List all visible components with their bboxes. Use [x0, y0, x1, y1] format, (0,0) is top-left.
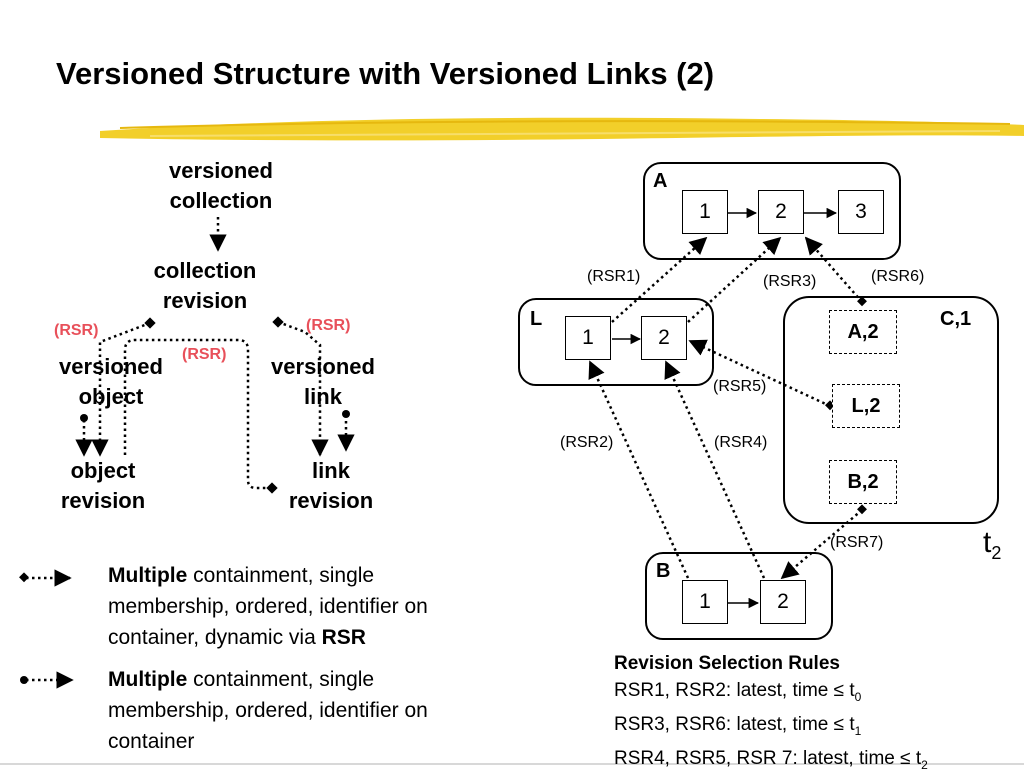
box-c-label: C,1 [940, 308, 972, 330]
box-c-cell-a: A,2 [829, 310, 897, 354]
box-l [518, 298, 714, 386]
legend-item-2: Multiple containment, single membership,… [108, 668, 428, 753]
rsr3-label: (RSR3) [763, 273, 817, 290]
box-c-cell-l: L,2 [832, 384, 900, 428]
box-l-cell-1: 1 [565, 316, 611, 360]
rsr-label-object: (RSR) [54, 322, 99, 339]
rsr5-label: (RSR5) [713, 378, 767, 395]
diamond-marker [272, 316, 284, 328]
time-label: t2 [983, 526, 1002, 563]
dot-marker [80, 414, 88, 422]
box-c [783, 296, 999, 524]
rsr-label-middle: (RSR) [182, 346, 227, 363]
rsr2-label: (RSR2) [560, 434, 614, 451]
arrow-rsr5 [688, 339, 831, 408]
box-a-cell-3: 3 [838, 190, 884, 234]
arrow-rsr2 [588, 360, 690, 579]
diamond-marker [266, 482, 278, 494]
title-brush-stroke [100, 117, 1024, 141]
box-a-cell-2: 2 [758, 190, 804, 234]
box-b [645, 552, 833, 640]
box-l-label: L [530, 308, 543, 330]
box-a-label: A [653, 170, 668, 192]
box-b-cell-2: 2 [760, 580, 806, 624]
box-l-cell-2: 2 [641, 316, 687, 360]
rules-line-2: RSR3, RSR6: latest, time ≤ t1 [614, 713, 862, 738]
rules-heading: Revision Selection Rules [614, 653, 840, 674]
legend-item-1: Multiple containment, single membership,… [108, 564, 428, 649]
box-b-cell-1: 1 [682, 580, 728, 624]
arrow-rsr-to-link [277, 320, 329, 457]
revision-selection-rules: Revision Selection Rules RSR1, RSR2: lat… [614, 650, 928, 778]
diamond-marker [144, 317, 156, 329]
arrow-rsr6 [804, 236, 863, 303]
box-b-label: B [656, 560, 671, 582]
rules-line-3: RSR4, RSR5, RSR 7: latest, time ≤ t2 [614, 747, 928, 772]
box-a [643, 162, 901, 260]
rsr-label-link: (RSR) [306, 317, 351, 334]
arrow-rsr3 [687, 236, 782, 323]
box-a-cell-1: 1 [682, 190, 728, 234]
rules-line-1: RSR1, RSR2: latest, time ≤ t0 [614, 680, 862, 704]
rsr6-label: (RSR6) [871, 268, 925, 285]
rsr7-label: (RSR7) [830, 534, 884, 551]
page-title: Versioned Structure with Versioned Links… [56, 56, 715, 91]
box-c-cell-b: B,2 [829, 460, 897, 504]
rsr4-label: (RSR4) [714, 434, 768, 451]
dot-marker [342, 410, 350, 418]
rsr1-label: (RSR1) [587, 268, 641, 285]
